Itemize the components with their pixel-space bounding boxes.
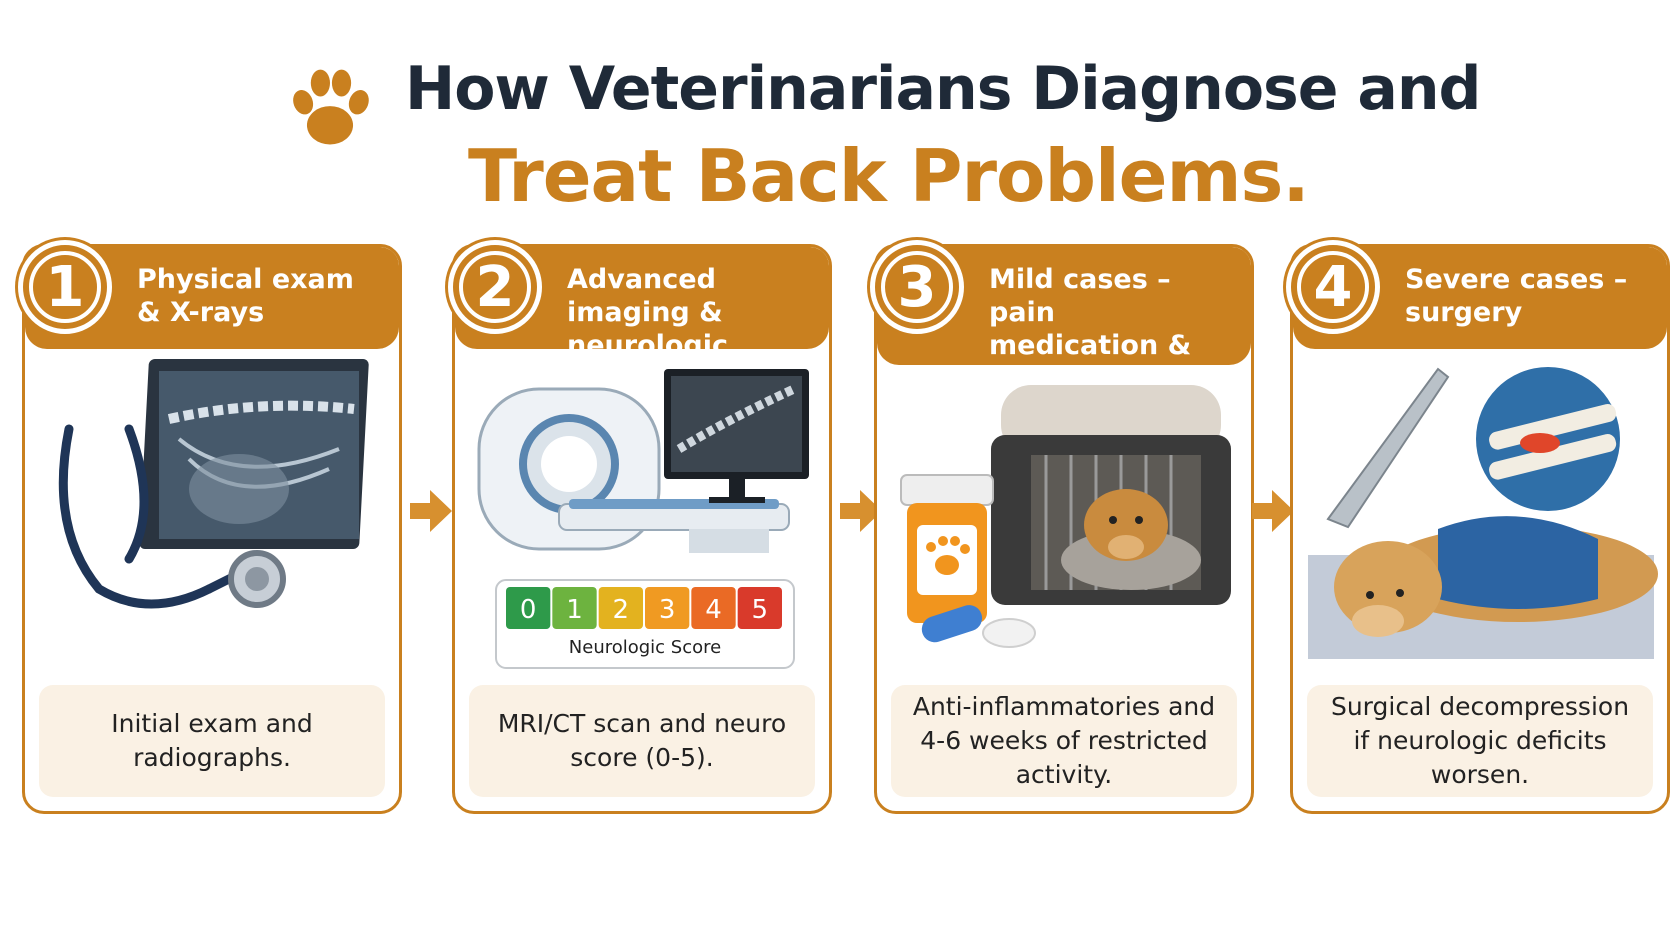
score-level-label: 1 [566, 595, 583, 625]
page-title: How Veterinarians Diagnose and [405, 54, 1481, 124]
step-badge-2: 2 [448, 240, 542, 334]
monitor-icon [664, 369, 809, 503]
arrow-right-icon [840, 490, 882, 532]
xray-illustration [58, 359, 369, 609]
xray-icon [139, 359, 369, 549]
step-card-1: Physical exam & X-rays Initial exam and … [22, 244, 402, 814]
spine-icon [1476, 367, 1620, 511]
step-description: Anti-inflammatories and 4-6 weeks of res… [891, 685, 1237, 797]
score-level-label: 4 [705, 595, 722, 625]
score-level-label: 3 [659, 595, 676, 625]
treatment-illustration [900, 385, 1231, 648]
step-number: 1 [29, 251, 101, 323]
page-subtitle: Treat Back Problems. [468, 134, 1310, 218]
score-level-label: 2 [613, 595, 630, 625]
score-cell-0 [506, 587, 551, 629]
step-title: Physical exam & X-rays [137, 264, 354, 328]
score-level-label: 5 [752, 595, 769, 625]
step-description: MRI/CT scan and neuro score (0-5). [469, 685, 815, 797]
step-number: 4 [1297, 251, 1369, 323]
step-card-4: Severe cases – surgery Surgical decompre… [1290, 244, 1670, 814]
paw-icon [293, 69, 369, 145]
step-description: Initial exam and radiographs. [39, 685, 385, 797]
score-cell-5 [737, 587, 782, 629]
dog-icon [1334, 516, 1658, 637]
scalpel-icon [1326, 367, 1450, 529]
score-cell-4 [691, 587, 736, 629]
surgery-illustration [1308, 367, 1658, 659]
step-title: Severe cases – surgery [1405, 264, 1628, 328]
step-badge-1: 1 [18, 240, 112, 334]
dog-icon [1061, 489, 1201, 590]
score-cell-3 [645, 587, 690, 629]
step-badge-4: 4 [1286, 240, 1380, 334]
mri-scanner-icon [477, 387, 790, 553]
arrow-right-icon [1252, 490, 1294, 532]
arrow-right-icon [410, 490, 452, 532]
step-card-3: Mild cases – pain medication & crate res… [874, 244, 1254, 814]
step-number: 3 [881, 251, 953, 323]
step-number: 2 [459, 251, 531, 323]
pill-bottle-icon [900, 474, 1036, 648]
neuro-score-label: Neurologic Score [569, 637, 721, 658]
step-description: Surgical decompression if neurologic def… [1307, 685, 1653, 797]
imaging-illustration [477, 369, 809, 553]
score-level-label: 0 [520, 595, 537, 625]
score-cell-1 [552, 587, 597, 629]
step-badge-3: 3 [870, 240, 964, 334]
score-cell-2 [598, 587, 643, 629]
